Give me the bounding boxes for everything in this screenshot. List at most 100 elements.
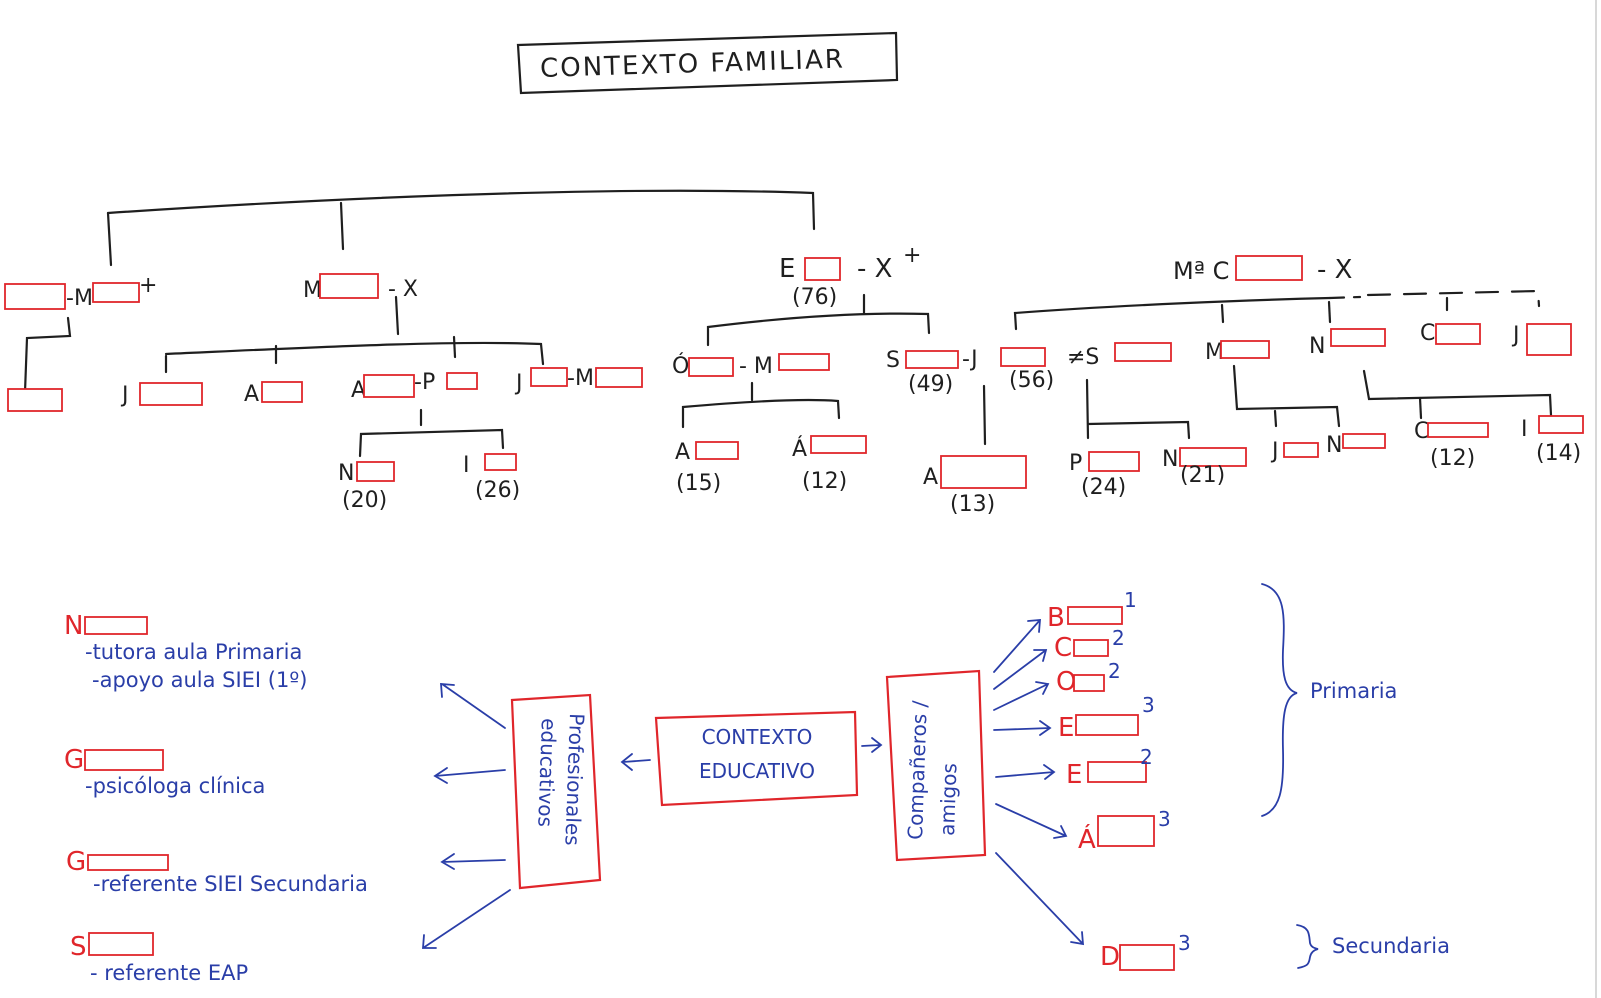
professional-initial: N bbox=[64, 611, 83, 641]
g3-partner: - X bbox=[857, 254, 892, 284]
gen2-j3: J bbox=[1511, 323, 1520, 348]
friend-5: E 2 bbox=[1066, 745, 1153, 790]
gen2-j2: J bbox=[514, 371, 523, 396]
gen3-i2-age: (14) bbox=[1536, 441, 1581, 466]
professional-role: -referente SIEI Secundaria bbox=[93, 872, 368, 896]
redaction-box bbox=[1538, 415, 1584, 434]
friend-initial: Á bbox=[1078, 823, 1096, 855]
center-box-label-2: EDUCATIVO bbox=[699, 759, 815, 783]
professional-2: G -psicóloga clínica bbox=[64, 745, 265, 798]
gen2-s1-partner: -J bbox=[962, 347, 978, 372]
gen2-j2-partner: -M bbox=[567, 366, 594, 391]
gen3-a3: A bbox=[675, 440, 690, 465]
friend-initial: B bbox=[1047, 603, 1065, 633]
group-secundaria-label: Secundaria bbox=[1332, 934, 1450, 958]
professional-4: S - referente EAP bbox=[70, 932, 248, 985]
redaction-box bbox=[940, 455, 1027, 489]
center-box bbox=[654, 710, 859, 807]
brace-primaria bbox=[1261, 583, 1298, 817]
gen3-p1-age: (24) bbox=[1081, 475, 1126, 500]
redaction-box bbox=[92, 282, 140, 303]
gen3-i2: I bbox=[1521, 417, 1528, 442]
gen3-n2: N bbox=[338, 461, 354, 486]
gen3-a4: Á bbox=[792, 436, 807, 462]
redaction-box bbox=[139, 382, 203, 406]
gen2-s1: S bbox=[886, 348, 900, 373]
redaction-box bbox=[688, 357, 734, 377]
educational-context: CONTEXTO EDUCATIVO Profesionales educati… bbox=[64, 583, 1450, 985]
g4-partner: - X bbox=[1317, 255, 1352, 285]
professional-initial: S bbox=[70, 932, 87, 962]
arrow-prof-3 bbox=[440, 853, 506, 870]
friends-box bbox=[885, 669, 987, 862]
g3-name: E bbox=[779, 254, 795, 284]
friends-box-label-2: amigos bbox=[935, 763, 962, 836]
redaction-box bbox=[1075, 714, 1139, 736]
arrow-friend-2 bbox=[993, 649, 1048, 690]
redaction-box bbox=[1526, 323, 1572, 356]
professional-role: -tutora aula Primaria bbox=[85, 640, 302, 664]
gen3-i1-age: (26) bbox=[475, 478, 520, 503]
redaction-box bbox=[695, 441, 739, 460]
gen3-i1: I bbox=[463, 453, 470, 478]
gen3-a5-age: (13) bbox=[950, 492, 995, 517]
g2-partner: - X bbox=[388, 277, 418, 302]
redaction-box bbox=[1283, 442, 1319, 458]
arrow-friend-5 bbox=[995, 764, 1056, 780]
gen3-n2-age: (20) bbox=[342, 488, 387, 513]
redaction-box bbox=[1235, 255, 1303, 281]
redaction-box bbox=[1067, 606, 1123, 625]
redaction-box bbox=[261, 381, 303, 403]
redaction-box bbox=[1179, 447, 1247, 467]
friend-4: E 3 bbox=[1058, 693, 1155, 743]
arrow-friend-6 bbox=[995, 803, 1068, 839]
redaction-box bbox=[1435, 323, 1481, 345]
professionals-box bbox=[510, 693, 602, 890]
gen2-o1: Ó bbox=[672, 353, 689, 379]
redaction-box bbox=[1088, 451, 1140, 472]
friend-initial: E bbox=[1066, 760, 1082, 790]
gen3-j4: J bbox=[1270, 439, 1279, 464]
gen2-a2: A bbox=[351, 378, 366, 403]
redaction-box bbox=[530, 367, 568, 387]
redaction-box bbox=[1097, 815, 1155, 847]
arrow-prof-1 bbox=[440, 683, 506, 729]
friend-1: B 1 bbox=[1047, 588, 1137, 633]
gen2-o1-partner: - M bbox=[739, 354, 773, 379]
title-box: CONTEXTO FAMILIAR bbox=[516, 31, 899, 95]
redaction-box bbox=[804, 257, 841, 281]
redaction-box bbox=[1000, 347, 1046, 367]
redaction-box bbox=[363, 374, 415, 398]
family-generation-3: N (20) I (26) A (15) Á (12) A (13) P (24… bbox=[338, 415, 1584, 517]
professional-role: -apoyo aula SIEI (1º) bbox=[92, 668, 307, 692]
gen2-c1: C bbox=[1420, 321, 1435, 346]
gen3-c2-age: (12) bbox=[1430, 446, 1475, 471]
redaction-box bbox=[88, 932, 154, 956]
gen2-s1-partner-age: (56) bbox=[1009, 368, 1054, 393]
professional-3: G -referente SIEI Secundaria bbox=[66, 847, 368, 896]
friend-initial: C bbox=[1054, 633, 1072, 663]
gen2-a2-partner: -P bbox=[414, 370, 435, 395]
professional-role: - referente EAP bbox=[90, 961, 248, 985]
gen2-s1-age: (49) bbox=[908, 372, 953, 397]
friend-initial: D bbox=[1100, 942, 1120, 972]
redaction-box bbox=[1220, 340, 1270, 359]
redaction-box bbox=[4, 283, 66, 310]
arrow-prof-4 bbox=[422, 889, 511, 949]
gen3-c2: C bbox=[1414, 419, 1429, 444]
redaction-box bbox=[1073, 674, 1105, 692]
redaction-box bbox=[1119, 944, 1175, 971]
gen2-a1: A bbox=[244, 382, 259, 407]
redaction-box bbox=[87, 854, 169, 871]
gen3-a3-age: (15) bbox=[676, 471, 721, 496]
redaction-box bbox=[1114, 342, 1172, 362]
redaction-box bbox=[7, 388, 63, 412]
redaction-box bbox=[484, 453, 517, 471]
arrow-to-professionals bbox=[620, 753, 651, 771]
g1-partner: -M bbox=[66, 286, 93, 311]
redaction-box bbox=[1087, 761, 1147, 783]
gen3-n3: N bbox=[1162, 447, 1178, 472]
redaction-box bbox=[356, 461, 395, 482]
friend-sup: 2 bbox=[1108, 659, 1121, 683]
